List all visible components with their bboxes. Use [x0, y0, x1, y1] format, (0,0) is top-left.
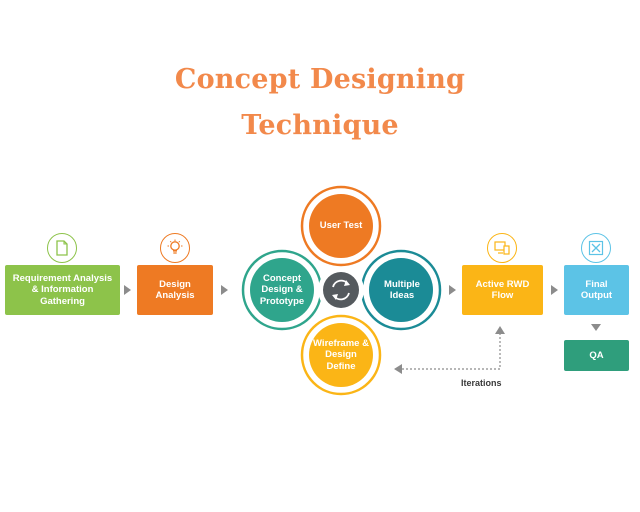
iterations-label: Iterations — [461, 378, 502, 388]
qa-step: QA — [564, 340, 629, 371]
page-title-line1: Concept Designing — [174, 64, 466, 95]
arrow-right-icon — [551, 285, 558, 295]
petal-multiple-ideas: Multiple Ideas — [384, 278, 420, 302]
tools-icon — [581, 233, 611, 263]
devices-icon — [487, 233, 517, 263]
final-output-step: Final Output — [564, 265, 629, 315]
arrow-up-icon — [495, 326, 505, 334]
petal-wireframe: Wireframe & Design Define — [313, 337, 369, 372]
lightbulb-icon — [160, 233, 190, 263]
refresh-cycle-icon — [323, 272, 359, 308]
arrow-left-icon — [394, 364, 402, 374]
arrow-right-icon — [221, 285, 228, 295]
document-icon — [47, 233, 77, 263]
design-analysis-step: Design Analysis — [137, 265, 213, 315]
active-rwd-step: Active RWD Flow — [462, 265, 543, 315]
petal-concept-design: Concept Design & Prototype — [259, 272, 305, 307]
arrow-down-icon — [591, 324, 601, 331]
requirement-step: Requirement Analysis & Information Gathe… — [5, 265, 120, 315]
arrow-right-icon — [124, 285, 131, 295]
iterations-connector — [401, 329, 501, 370]
petal-user-test: User Test — [319, 220, 363, 232]
page-title-line2: Technique — [241, 110, 399, 141]
arrow-right-icon — [449, 285, 456, 295]
